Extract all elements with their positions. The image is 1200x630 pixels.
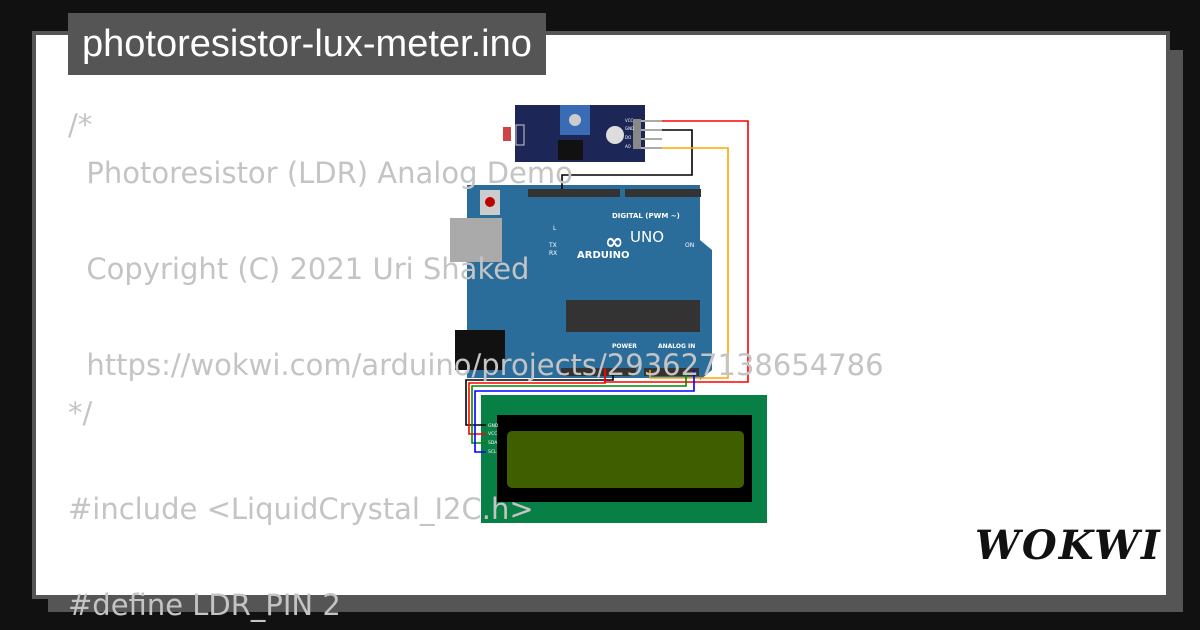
digital-label: DIGITAL (PWM ~) [612, 212, 680, 220]
circuit-diagram: VCC GND DO AO DIGITAL (PWM ~) ARDUINO UN… [450, 105, 767, 523]
file-title: photoresistor-lux-meter.ino [68, 13, 546, 75]
code-line: https://wokwi.com/arduino/projects/29362… [68, 348, 884, 382]
code-line: Photoresistor (LDR) Analog Demo [68, 156, 573, 190]
wires [465, 120, 749, 453]
ldr-sensor-module[interactable]: VCC GND DO AO [503, 105, 662, 162]
arduino-label: ARDUINO [577, 250, 629, 261]
code-line: */ [68, 396, 93, 430]
wire-gnd [561, 129, 693, 189]
rx-label: RX [549, 250, 557, 257]
analog-label: ANALOG IN [658, 343, 695, 350]
code-line: #define LDR_PIN 2 [68, 588, 341, 622]
tx-label: TX [548, 242, 557, 249]
code-line [68, 437, 884, 485]
wire-ao [649, 147, 729, 379]
code-line: /* [68, 108, 93, 142]
lcd-pin-sda: SDA [488, 440, 498, 446]
lcd1602-i2c[interactable]: GND VCC SDA SCL [481, 395, 767, 523]
on-label: ON [685, 242, 694, 249]
code-line: Copyright (C) 2021 Uri Shaked [68, 252, 530, 286]
code-line [68, 197, 884, 245]
wokwi-logo: WOKWI [975, 522, 1162, 569]
arduino-uno-board[interactable]: DIGITAL (PWM ~) ARDUINO UNO POWER ANALOG… [450, 185, 712, 380]
sensor-pin-labels: VCC GND DO AO [625, 118, 634, 149]
pin-ao: AO [625, 144, 631, 149]
code-line [68, 293, 884, 341]
pin-vcc: VCC [625, 118, 634, 123]
wire-lcd-sda [471, 370, 687, 444]
lcd-pin-scl: SCL [488, 449, 497, 455]
pin-gnd: GND [625, 126, 634, 131]
power-label: POWER [612, 343, 637, 350]
lcd-pin-vcc: VCC [488, 431, 497, 437]
code-preview: /* Photoresistor (LDR) Analog Demo Copyr… [68, 101, 884, 629]
code-line [68, 533, 884, 581]
infinity-logo-icon: ∞ [605, 230, 623, 255]
code-line: #include <LiquidCrystal_I2C.h> [68, 492, 534, 526]
wire-lcd-scl [474, 370, 695, 453]
lcd-pin-gnd: GND [488, 423, 499, 429]
pin-do: DO [625, 135, 631, 140]
l-label: L [553, 225, 557, 232]
uno-label: UNO [630, 228, 664, 246]
